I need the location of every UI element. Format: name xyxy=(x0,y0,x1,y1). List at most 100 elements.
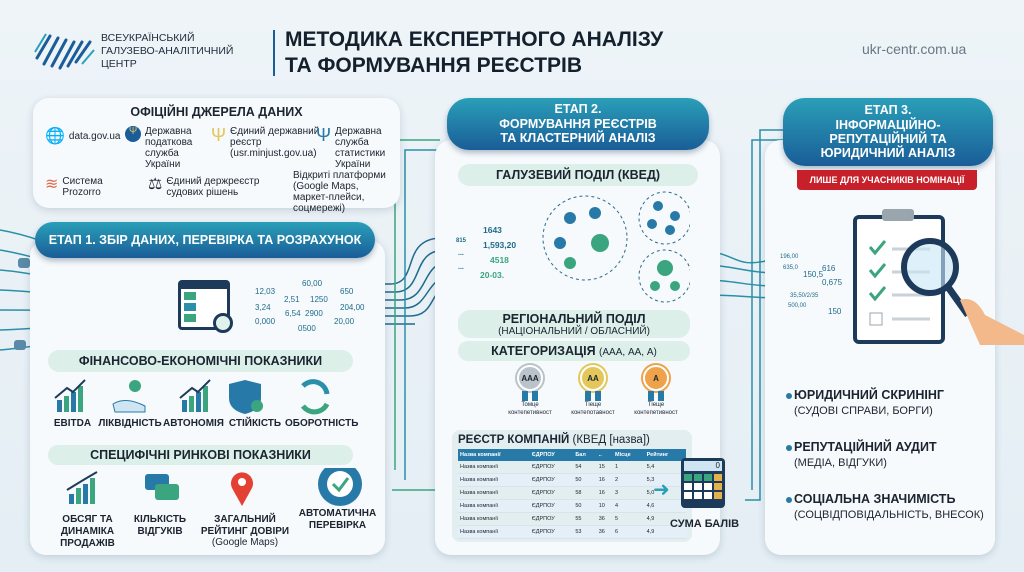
source-open-platforms: Відкриті платформи (Google Maps, маркет-… xyxy=(293,170,386,214)
column-header: .. xyxy=(596,449,614,461)
table-cell: Назва компанії xyxy=(458,461,530,474)
table-cell: 3 xyxy=(613,486,645,500)
logo-icon xyxy=(34,33,95,70)
column-header: ЄДРПОУ xyxy=(529,449,574,461)
analysis-item: СОЦІАЛЬНА ЗНАЧИМІСТЬ(СОЦВІДПОВІДАЛЬНІСТЬ… xyxy=(772,492,987,521)
table-cell: 36 xyxy=(596,512,614,526)
column-header: Рейтинг xyxy=(644,449,686,461)
table-cell: ЄДРПОУ xyxy=(529,461,574,474)
company-registry: РЕЄСТР КОМПАНІЙ (КВЕД [назва]) Назва ком… xyxy=(452,430,692,542)
scales-icon: ⚖ xyxy=(148,176,163,193)
table-cell: 10 xyxy=(596,499,614,513)
medal-label: Тіеще контепотавност xyxy=(571,402,615,416)
globe-icon: 🌐 xyxy=(45,128,65,145)
gear-check-icon xyxy=(318,468,362,506)
table-cell: ЄДРПОУ xyxy=(529,525,574,539)
cluster-diagram xyxy=(542,191,690,303)
market-indicators-header: СПЕЦИФІЧНІ РИНКОВІ ПОКАЗНИКИ xyxy=(48,445,353,465)
trident-icon: Ψ xyxy=(316,125,332,145)
table-cell: 16 xyxy=(596,473,614,487)
column-header: Назва компанії xyxy=(458,449,530,461)
column-header: Бал xyxy=(573,449,597,461)
org-name: ВСЕУКРАЇНСЬКИЙ ГАЛУЗЕВО-АНАЛІТИЧНИЙ ЦЕНТ… xyxy=(101,32,233,71)
table-cell: 50 xyxy=(573,499,597,513)
table-cell: 1 xyxy=(613,461,645,474)
score-sum-label: СУМА БАЛІВ xyxy=(670,518,740,530)
site-url[interactable]: ukr-centr.com.ua xyxy=(862,41,967,57)
column-header: Місце xyxy=(613,449,645,461)
medal-icon: A xyxy=(643,365,669,391)
financial-icons xyxy=(54,379,330,415)
analysis-item: РЕПУТАЦІЙНИЙ АУДИТ(МЕДІА, ВІДГУКИ) xyxy=(772,440,987,469)
table-cell: 15 xyxy=(596,461,614,474)
medal-aaa: AAA Томце контепетивност xyxy=(500,365,560,417)
table-cell: 5,0 xyxy=(644,486,686,500)
table-cell: Назва компанії xyxy=(458,473,530,487)
table-cell: 5,4 xyxy=(644,461,686,474)
table-cell: 4,6 xyxy=(644,499,686,513)
table-cell: 5,3 xyxy=(644,473,686,487)
arrow-right-icon: ➜ xyxy=(653,479,670,501)
reviews-chat-icon xyxy=(145,474,179,500)
table-cell: 5 xyxy=(613,512,645,526)
ebitda-chart-icon xyxy=(54,379,86,412)
source-court: ⚖Єдиний держреєстр судових рішень xyxy=(148,176,260,198)
table-cell: Назва компанії xyxy=(458,525,530,539)
table-cell: 4,9 xyxy=(644,512,686,526)
shield-icon xyxy=(229,380,263,414)
map-pin-icon xyxy=(231,472,253,506)
table-cell: Назва компанії xyxy=(458,499,530,513)
trident-icon: Ψ xyxy=(211,125,227,145)
liquidity-hand-icon xyxy=(112,380,146,413)
medal-aa: AA Тіеще контепотавност xyxy=(563,365,623,417)
medal-icon: AAA xyxy=(517,365,543,391)
org-line: ВСЕУКРАЇНСЬКИЙ xyxy=(101,32,195,44)
stage3-panel xyxy=(765,140,995,555)
table-cell: ЄДРПОУ xyxy=(529,512,574,526)
table-cell: 55 xyxy=(573,512,597,526)
data-processing-icon xyxy=(178,280,233,333)
person-icon xyxy=(564,212,576,224)
medal-label: Томце контепетивност xyxy=(508,402,552,416)
sources-title: ОФІЦІЙНІ ДЖЕРЕЛА ДАНИХ xyxy=(130,105,303,119)
source-prozorro: ≋Система Prozorro xyxy=(45,176,103,198)
table-cell: 2 xyxy=(613,473,645,487)
title-line: МЕТОДИКА ЕКСПЕРТНОГО АНАЛІЗУ xyxy=(285,28,664,51)
nominees-only-ribbon: ЛИШЕ ДЛЯ УЧАСНИКІВ НОМІНАЦІЇ xyxy=(797,170,977,190)
table-cell: 4,9 xyxy=(644,525,686,539)
regional-split-header: РЕГІОНАЛЬНИЙ ПОДІЛ (НАЦІОНАЛЬНИЙ / ОБЛАС… xyxy=(458,310,690,338)
analysis-item: ЮРИДИЧНИЙ СКРИНІНГ(СУДОВІ СПРАВИ, БОРГИ) xyxy=(772,388,987,417)
categorization-header: КАТЕГОРИЗАЦІЯ (ААА, АА, А) xyxy=(458,341,690,361)
table-cell: Назва компанії xyxy=(458,486,530,500)
table-cell: 16 xyxy=(596,486,614,500)
tax-service-icon: Ψ xyxy=(125,126,141,142)
table-cell: 6 xyxy=(613,525,645,539)
financial-indicators-header: ФІНАНСОВО-ЕКОНОМІЧНІ ПОКАЗНИКИ xyxy=(48,350,353,372)
table-cell: 36 xyxy=(596,525,614,539)
table-cell: 58 xyxy=(573,486,597,500)
medal-a: A Тіеще контепетивност xyxy=(626,365,686,417)
table-cell: 4 xyxy=(613,499,645,513)
sales-chart-icon xyxy=(66,471,98,504)
source-data-gov: 🌐data.gov.ua xyxy=(45,128,121,145)
stage1-header: ЕТАП 1. ЗБІР ДАНИХ, ПЕРЕВІРКА ТА РОЗРАХУ… xyxy=(35,222,375,258)
calculator-icon: 0 xyxy=(681,458,725,508)
turnover-cycle-icon xyxy=(300,379,330,415)
clipboard-magnifier-icon xyxy=(853,209,1024,345)
table-cell: ЄДРПОУ xyxy=(529,499,574,513)
org-line: ЦЕНТР xyxy=(101,58,137,70)
table-cell: 50 xyxy=(573,473,597,487)
table-cell: Назва компанії xyxy=(458,512,530,526)
